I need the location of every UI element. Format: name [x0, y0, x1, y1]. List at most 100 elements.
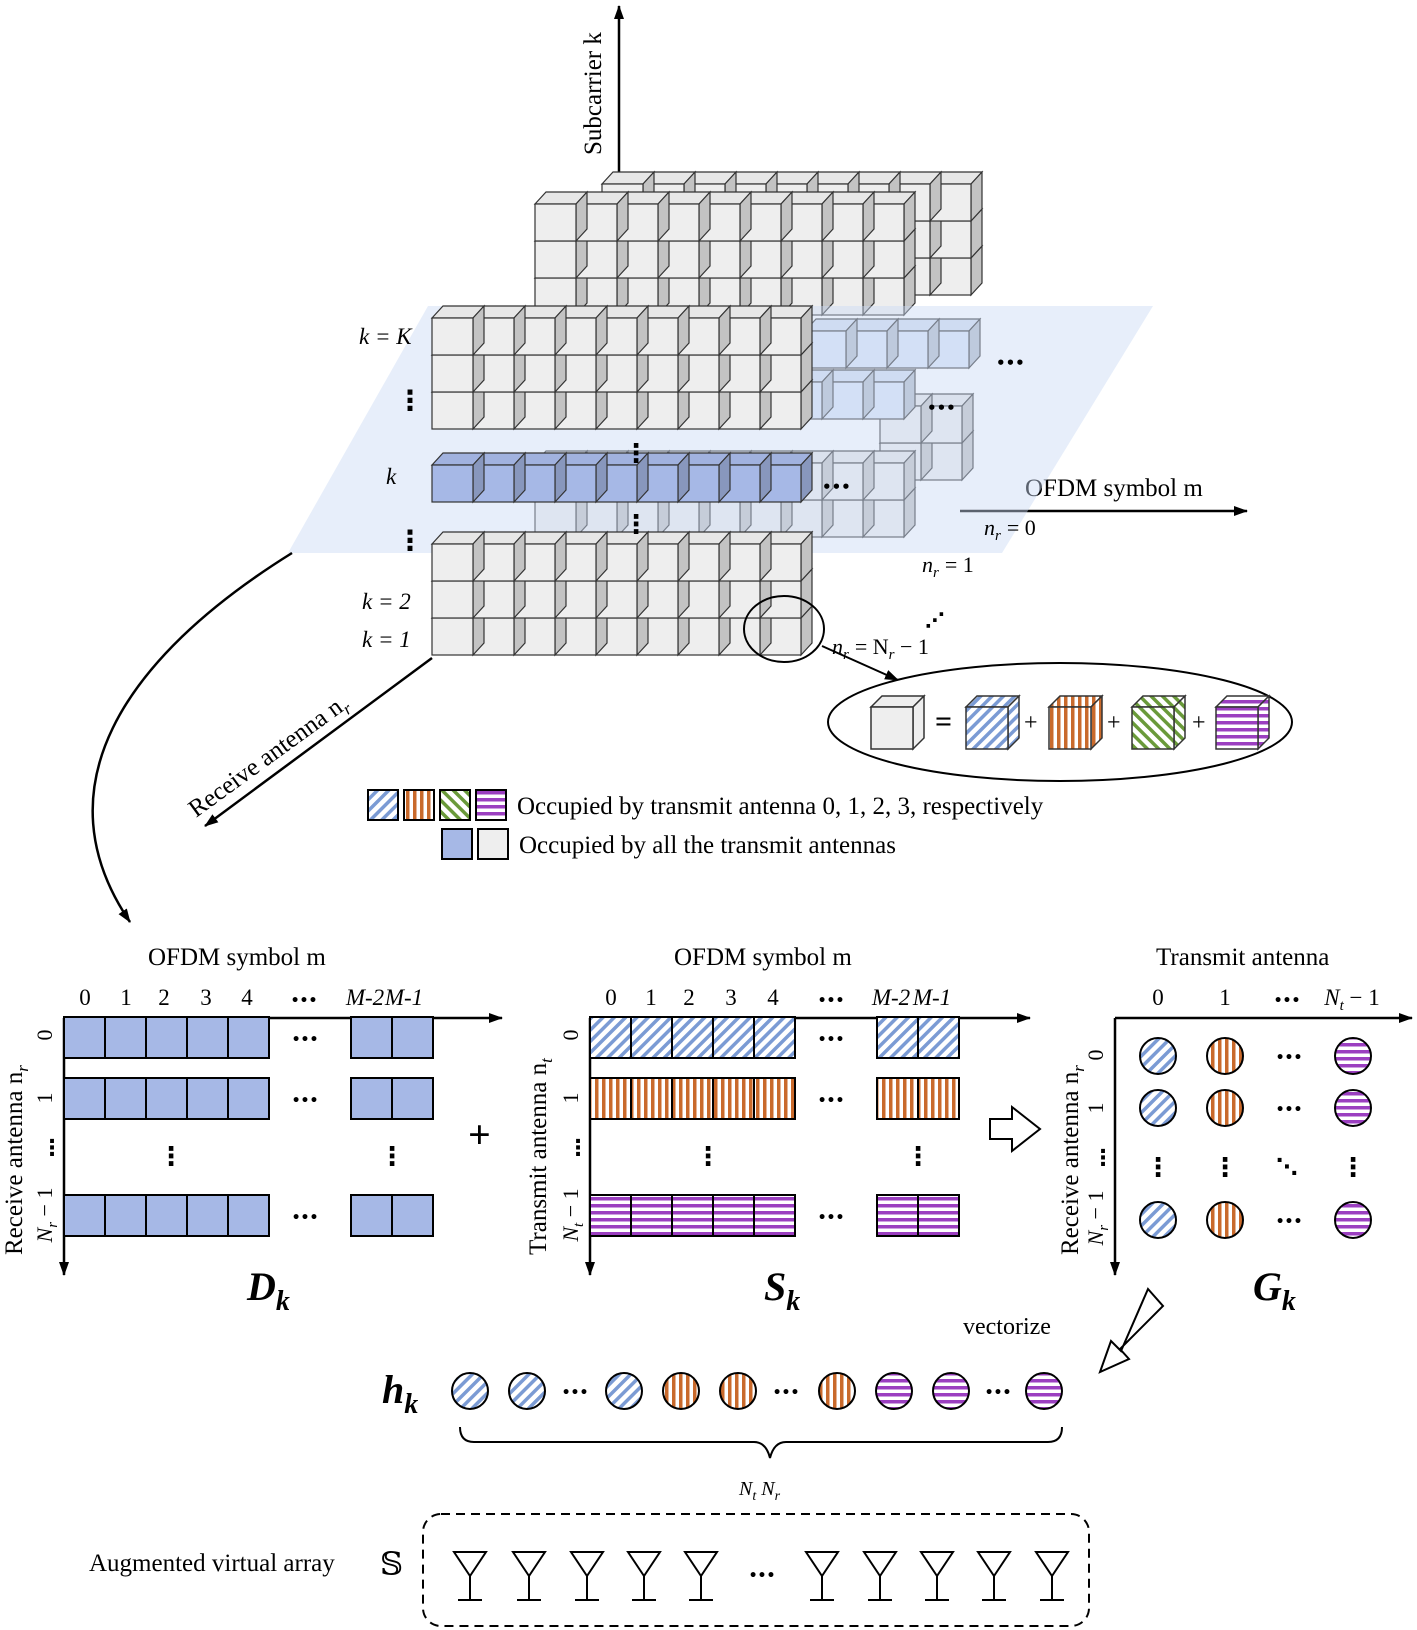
panel-S-row-title: Transmit antenna nt [525, 1057, 556, 1255]
antenna-icon [976, 1551, 1012, 1601]
cube [594, 530, 650, 583]
cube-front [431, 391, 474, 430]
k-vdots-lower: ⋮ [396, 524, 424, 557]
virtual-array-label: Augmented virtual array [89, 1550, 335, 1577]
legend-swatch-gray [477, 828, 509, 860]
row-label: Nr − 1 [32, 1188, 61, 1244]
row-label: ⋮ [41, 1136, 63, 1161]
antenna-head [626, 1551, 662, 1578]
cell-S [671, 1016, 714, 1059]
virtual-antennas: ••• [452, 1551, 1070, 1601]
decomposition-ellipse [827, 662, 1293, 782]
cell-D [104, 1016, 147, 1059]
antenna-icon [511, 1551, 547, 1601]
col-label: M-1 [384, 985, 423, 1010]
antenna-head [511, 1551, 547, 1578]
antenna-head [452, 1551, 488, 1578]
legend-swatch-tx2 [439, 789, 471, 821]
cube-front [534, 499, 577, 538]
dots-G: ••• [1276, 1050, 1303, 1066]
vdots-S: ⋮ [695, 1142, 721, 1172]
row-label: Nt − 1 [558, 1188, 587, 1242]
cell-S [753, 1194, 796, 1237]
cube-front [1215, 706, 1259, 750]
cube-front [431, 617, 474, 656]
panel-G-grid: •••••••••⋮⋮⋮⋱ [1139, 1037, 1372, 1239]
vectorize-arrow [1098, 1287, 1165, 1374]
dots-S: ••• [818, 1210, 845, 1226]
panel-S-matrix-label: Sk [764, 1264, 800, 1317]
vdots-D: ⋮ [158, 1142, 184, 1172]
cube-front [534, 240, 577, 279]
nr1-label: nr= 1 [922, 552, 974, 581]
cell-D [104, 1194, 147, 1237]
circle-G [1139, 1037, 1177, 1075]
antenna-head [919, 1551, 955, 1578]
cube-front [1048, 706, 1092, 750]
decomp-cube-tx2 [1130, 694, 1187, 751]
k-label-K: k = K [359, 324, 413, 349]
antenna-icon [683, 1551, 719, 1601]
vdots-D: ⋮ [379, 1142, 405, 1172]
antenna-icon [452, 1551, 488, 1601]
antenna-head [569, 1551, 605, 1578]
cell-S [712, 1077, 755, 1120]
row-label: Nr − 1 [1083, 1191, 1112, 1247]
cell-S [753, 1016, 796, 1059]
antenna-head [976, 1551, 1012, 1578]
decomposition-cubes [869, 694, 1271, 751]
virtual-array-symbol: 𝕊 [380, 1546, 403, 1582]
vdots-G: ⋮ [1340, 1153, 1366, 1183]
cell-S [712, 1194, 755, 1237]
panel-G-row-title: Receive antenna nr [1057, 1065, 1088, 1255]
cell-S [630, 1016, 673, 1059]
h-vector-label: hk [382, 1367, 418, 1420]
circle-G [1334, 1201, 1372, 1239]
decomp-plus-1: + [1024, 710, 1038, 736]
col-label: ••• [818, 993, 845, 1009]
vdots-G: ⋮ [1212, 1153, 1238, 1183]
decomp-cube-tx0 [964, 694, 1021, 751]
h-element [451, 1372, 489, 1410]
h-element [932, 1372, 970, 1410]
panel-S-axis-title: OFDM symbol m [674, 944, 852, 971]
receive-antenna-axis [204, 656, 433, 828]
cube-front [965, 706, 1009, 750]
dots-stack-right-top: ••• [996, 354, 1025, 372]
dots-h: ••• [985, 1385, 1012, 1401]
vectorize-label: vectorize [963, 1314, 1051, 1340]
legend: Occupied by transmit antenna 0, 1, 2, 3,… [367, 789, 1044, 860]
cell-D [391, 1194, 434, 1237]
col-label: 1 [645, 985, 657, 1010]
cube-front [431, 543, 474, 582]
cell-D [145, 1077, 188, 1120]
cell-D [350, 1077, 393, 1120]
col-label: 4 [241, 985, 253, 1010]
cell-S [876, 1194, 919, 1237]
col-label: M-2 [345, 985, 384, 1010]
circle-G [1139, 1089, 1177, 1127]
circle-G [1206, 1037, 1244, 1075]
cell-S [589, 1077, 632, 1120]
cell-D [186, 1077, 229, 1120]
dots-G: ••• [1276, 1214, 1303, 1230]
cell-S [630, 1194, 673, 1237]
cube [430, 530, 486, 583]
panel-S-row-labels: 01⋮Nt − 1 [558, 1030, 589, 1243]
col-label: 0 [79, 985, 91, 1010]
ofdm-axis-label: OFDM symbol m [1025, 475, 1203, 502]
cell-D [63, 1194, 106, 1237]
k-label-mid: k [386, 464, 397, 489]
col-label: M-1 [912, 985, 951, 1010]
cube [635, 530, 691, 583]
curved-arrow [91, 551, 293, 923]
antenna-head [1034, 1551, 1070, 1578]
cell-S [671, 1077, 714, 1120]
cell-D [186, 1194, 229, 1237]
row-label: 0 [1083, 1050, 1108, 1061]
h-element [818, 1372, 856, 1410]
cell-S [671, 1194, 714, 1237]
